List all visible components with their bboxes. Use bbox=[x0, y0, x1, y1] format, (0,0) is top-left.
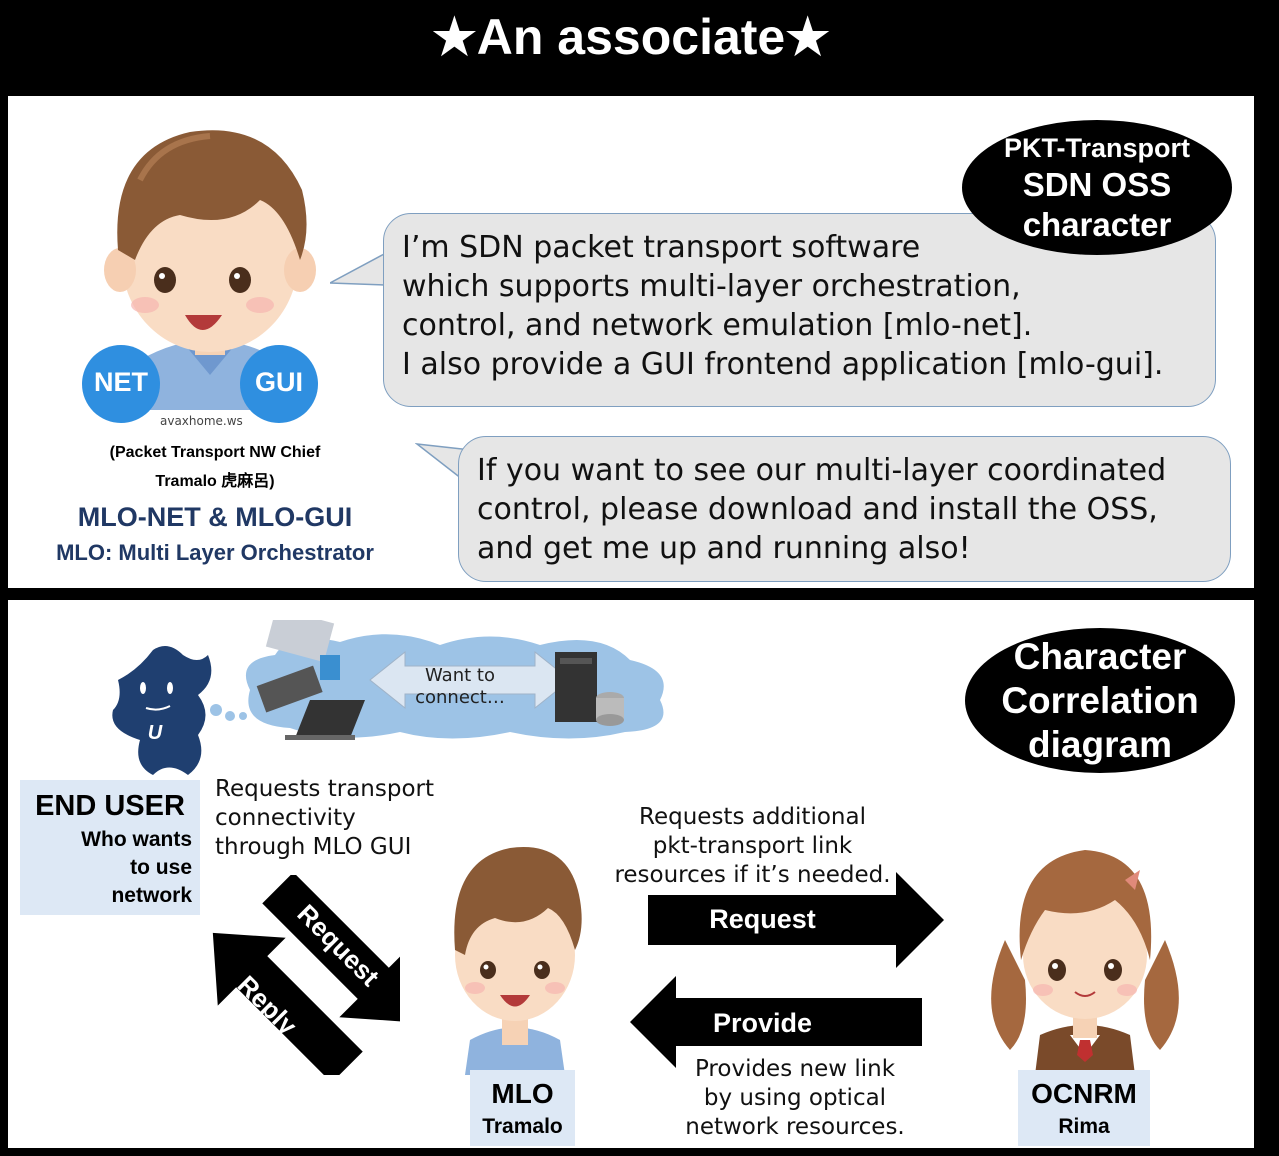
end-user-icon bbox=[112, 646, 247, 775]
right-request-line: pkt-transport link bbox=[652, 833, 853, 859]
character-caption-line1: (Packet Transport NW Chief bbox=[109, 444, 321, 461]
oval-line: character bbox=[1022, 205, 1172, 243]
user-request-line: Requests transport bbox=[215, 776, 434, 802]
oval-line: diagram bbox=[1028, 723, 1172, 765]
net-badge-label: NET bbox=[94, 367, 148, 397]
speech2-line: and get me up and running also! bbox=[477, 531, 971, 566]
provide-line: Provides new link bbox=[694, 1056, 896, 1082]
oval-line: PKT-Transport bbox=[1003, 132, 1191, 163]
provide-line: network resources. bbox=[685, 1114, 905, 1140]
provide-text: Provides new link by using optical netwo… bbox=[665, 1055, 925, 1142]
watermark: avaxhome.ws bbox=[160, 414, 243, 428]
speech1-line: control, and network emulation [mlo-net]… bbox=[402, 308, 1033, 343]
arrow-provide-label: Provide bbox=[712, 1008, 813, 1038]
product-name: MLO-NET & MLO-GUI bbox=[77, 502, 353, 532]
right-request-line: resources if it’s needed. bbox=[614, 862, 891, 888]
request-right-arrow bbox=[648, 872, 944, 968]
provide-left-arrow bbox=[630, 976, 922, 1068]
speech-bubble-1-tail bbox=[330, 252, 387, 286]
product-subtitle: MLO: Multi Layer Orchestrator bbox=[56, 540, 374, 565]
oval-line: Correlation bbox=[1001, 679, 1199, 721]
network-cloud bbox=[245, 620, 664, 740]
speech-bubble-1: I’m SDN packet transport software which … bbox=[383, 213, 1216, 407]
pkt-transport-oval: PKT-Transport SDN OSS character bbox=[962, 120, 1232, 255]
cloud-label-line2: connect… bbox=[415, 687, 505, 708]
arrow-request-label: Request bbox=[709, 904, 816, 934]
ocnrm-label-box: OCNRM Rima bbox=[1018, 1070, 1150, 1146]
end-user-box: END USER Who wants to use network bbox=[20, 780, 200, 915]
horizontal-arrows bbox=[630, 872, 944, 1068]
user-request-line: connectivity bbox=[215, 805, 356, 831]
correlation-oval: Character Correlation diagram bbox=[965, 628, 1235, 773]
speech-bubble-2-tail bbox=[415, 443, 472, 487]
mlo-subtitle: Tramalo bbox=[482, 1115, 563, 1138]
mlo-character-image bbox=[454, 847, 582, 1075]
user-request-text: Requests transport connectivity through … bbox=[215, 775, 465, 862]
mlo-name: MLO bbox=[491, 1078, 554, 1109]
provide-line: by using optical bbox=[703, 1085, 887, 1111]
mlo-label-box: MLO Tramalo bbox=[470, 1070, 575, 1146]
speech1-line: I’m SDN packet transport software bbox=[402, 230, 921, 265]
user-icon-letter: U bbox=[147, 722, 163, 744]
user-request-line: through MLO GUI bbox=[215, 834, 412, 860]
right-request-line: Requests additional bbox=[639, 804, 866, 830]
speech2-line: If you want to see our multi-layer coord… bbox=[477, 453, 1167, 488]
speech1-line: which supports multi-layer orchestration… bbox=[402, 269, 1021, 304]
speech1-line: I also provide a GUI frontend applicatio… bbox=[402, 347, 1164, 382]
ocnrm-subtitle: Rima bbox=[1058, 1115, 1110, 1138]
oval-line: SDN OSS bbox=[1022, 165, 1172, 203]
page-title: ★An associate★ bbox=[431, 9, 831, 65]
end-user-desc: Who wants bbox=[81, 828, 192, 851]
reply-diagonal-arrow bbox=[212, 932, 363, 1075]
character-caption-line2: Tramalo 虎麻呂) bbox=[155, 473, 275, 490]
gui-badge-label: GUI bbox=[254, 367, 303, 397]
end-user-desc: network bbox=[111, 884, 192, 907]
end-user-desc: to use bbox=[130, 856, 192, 879]
end-user-title: END USER bbox=[35, 790, 185, 822]
request-diagonal-arrow bbox=[262, 875, 400, 1023]
rima-character-image bbox=[991, 850, 1179, 1075]
gui-badge bbox=[240, 345, 318, 423]
diagonal-arrows bbox=[212, 875, 400, 1075]
net-badge bbox=[82, 345, 160, 423]
oval-line: Character bbox=[1013, 635, 1187, 677]
speech-bubble-2: If you want to see our multi-layer coord… bbox=[458, 436, 1231, 582]
cloud-label-line1: Want to bbox=[425, 665, 495, 686]
ocnrm-name: OCNRM bbox=[1031, 1078, 1137, 1109]
right-request-text: Requests additional pkt-transport link r… bbox=[610, 803, 895, 890]
speech2-line: control, please download and install the… bbox=[477, 492, 1158, 527]
